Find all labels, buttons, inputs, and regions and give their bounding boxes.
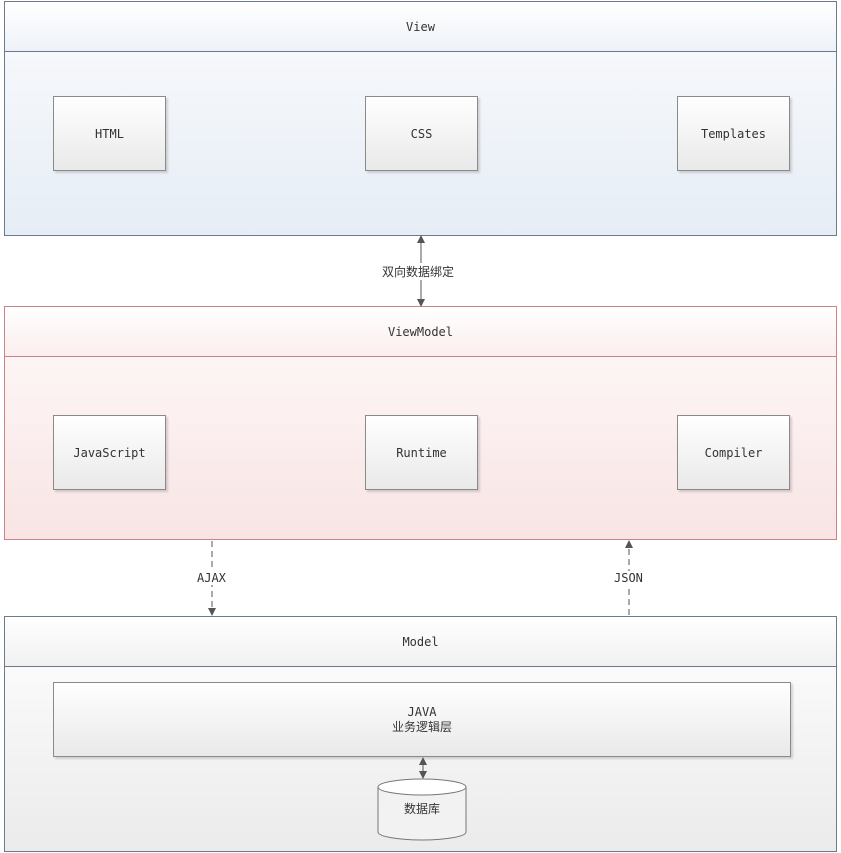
runtime-box: Runtime — [365, 415, 478, 490]
javascript-box: JavaScript — [53, 415, 166, 490]
view-layer-title: View — [5, 2, 836, 52]
business-logic-line2: 业务逻辑层 — [391, 719, 452, 734]
ajax-label: AJAX — [197, 571, 226, 585]
html-box: HTML — [53, 96, 166, 171]
model-layer-title: Model — [5, 617, 836, 667]
compiler-box: Compiler — [677, 415, 790, 490]
viewmodel-layer-title: ViewModel — [5, 307, 836, 357]
business-logic-box: JAVA 业务逻辑层 — [53, 682, 791, 757]
css-box: CSS — [365, 96, 478, 171]
binding-label: 双向数据绑定 — [382, 263, 455, 280]
database-label: 数据库 — [403, 802, 440, 816]
business-logic-line1: JAVA — [407, 704, 437, 719]
json-label: JSON — [614, 571, 643, 585]
templates-box: Templates — [677, 96, 790, 171]
